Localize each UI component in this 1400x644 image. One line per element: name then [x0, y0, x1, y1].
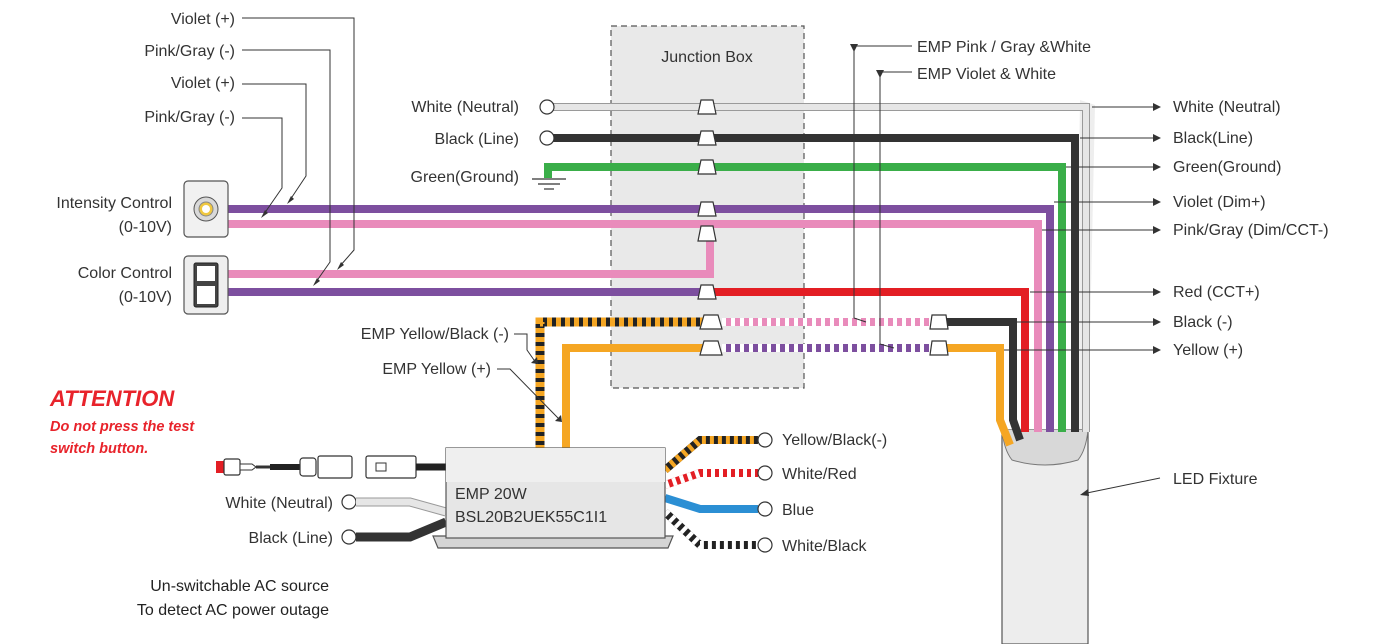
- emp-module-part: BSL20B2UEK55C1I1: [455, 509, 607, 526]
- terminal-black-line: [539, 130, 555, 146]
- intensity-control: [183, 180, 229, 238]
- right-label-yellow-pos: Yellow (+): [1173, 342, 1243, 359]
- source-note-line-1: Un-switchable AC source: [150, 578, 329, 595]
- emp-output-yellow-black: Yellow/Black(-): [782, 432, 887, 449]
- wire-red-cct: [714, 288, 1029, 432]
- emp-output-white-black: White/Black: [782, 538, 867, 555]
- wire-ac-black: [356, 517, 448, 542]
- ac-label-black: Black (Line): [249, 530, 333, 547]
- terminal-ac-white: [341, 494, 357, 510]
- right-label-violet-dim: Violet (Dim+): [1173, 194, 1266, 211]
- leader-emp-violet: [879, 71, 912, 349]
- color-control-label: Color Control: [78, 265, 172, 282]
- leader-emp-pink: [853, 45, 912, 323]
- wire-black-line: [552, 134, 1079, 432]
- supply-label-green: Green(Ground): [411, 169, 520, 186]
- source-note-line-2: To detect AC power outage: [137, 602, 329, 619]
- intensity-control-range: (0-10V): [119, 219, 172, 236]
- supply-label-white: White (Neutral): [411, 99, 519, 116]
- led-fixture: [1001, 100, 1095, 644]
- wire-violet-dim: [228, 205, 1054, 432]
- wire-nuts: [697, 99, 949, 356]
- wire-pink-color: [228, 240, 714, 278]
- emp-output-blue: Blue: [782, 502, 814, 519]
- terminal-white-neutral: [539, 99, 555, 115]
- right-label-black-neg: Black (-): [1173, 314, 1233, 331]
- wire-pink-dim: [228, 220, 1042, 432]
- wire-green-ground: [544, 163, 1066, 432]
- right-label-pink-gray-dim: Pink/Gray (Dim/CCT-): [1173, 222, 1329, 239]
- wire-emp-yellow: [562, 344, 712, 450]
- wire-out-yellow-black: [662, 436, 758, 474]
- right-label-black-line: Black(Line): [1173, 130, 1253, 147]
- leader-emp-yellow-black: [514, 333, 535, 361]
- label-violet-2: Violet (+): [171, 75, 235, 92]
- ac-label-white: White (Neutral): [225, 495, 333, 512]
- label-emp-yellow-black: EMP Yellow/Black (-): [361, 326, 509, 343]
- attention-line-1: Do not press the test: [50, 419, 195, 435]
- terminal-ac-black: [341, 529, 357, 545]
- ground-symbol: [532, 178, 566, 190]
- intensity-control-label: Intensity Control: [56, 195, 172, 212]
- label-violet-1: Violet (+): [171, 11, 235, 28]
- leader-led-fixture: [1081, 477, 1161, 495]
- color-control: [183, 255, 229, 315]
- leader-emp-yellow: [497, 368, 559, 419]
- right-label-arrows: [1004, 103, 1161, 354]
- color-control-range: (0-10V): [119, 289, 172, 306]
- led-fixture-label: LED Fixture: [1173, 471, 1258, 488]
- attention-title: ATTENTION: [49, 386, 175, 411]
- wire-fixture-yellow: [945, 344, 1014, 447]
- junction-box-label: Junction Box: [661, 49, 753, 66]
- supply-label-black: Black (Line): [435, 131, 519, 148]
- right-label-red-cct: Red (CCT+): [1173, 284, 1260, 301]
- emp-output-white-red: White/Red: [782, 466, 857, 483]
- wire-fixture-black: [945, 318, 1024, 442]
- wire-out-white-black: [662, 509, 758, 549]
- label-emp-violet-white: EMP Violet & White: [917, 66, 1056, 83]
- wire-out-blue: [663, 494, 758, 513]
- test-switch-button: [216, 455, 446, 479]
- label-emp-yellow: EMP Yellow (+): [382, 361, 491, 378]
- label-pink-gray-2: Pink/Gray (-): [144, 109, 235, 126]
- right-label-green-ground: Green(Ground): [1173, 159, 1282, 176]
- label-emp-pink-gray-white: EMP Pink / Gray &White: [917, 39, 1091, 56]
- right-label-white-neutral: White (Neutral): [1173, 99, 1281, 116]
- emp-module-model: EMP 20W: [455, 486, 528, 503]
- leader-lines-top-left: [242, 17, 355, 283]
- label-pink-gray-1: Pink/Gray (-): [144, 43, 235, 60]
- emp-module: [432, 447, 674, 549]
- attention-line-2: switch button.: [50, 441, 148, 457]
